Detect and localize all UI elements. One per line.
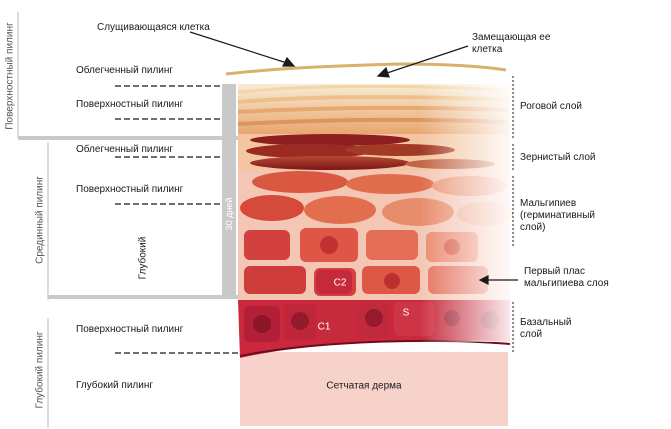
days-label: 30 дней [224, 197, 234, 231]
layer-corneum: Роговой слой [520, 101, 583, 112]
label-surface-peel-1: Поверхностный пилинг [76, 99, 184, 110]
illustration-fade [420, 84, 512, 342]
zone-label-medium: Срединный пилинг [34, 176, 46, 264]
separator-bar-top [18, 136, 238, 140]
days-bar [222, 84, 236, 296]
zone-label-superficial: Поверхностный пилинг [4, 22, 16, 130]
zone-brackets [17, 12, 49, 428]
layer-first-row: Первый плас мальгипиева слоя [524, 266, 609, 289]
layer-granular: Зернистый слой [520, 152, 596, 163]
dermis-block [240, 352, 508, 426]
dermis-label: Сетчатая дерма [326, 380, 402, 392]
label-deep-medium: Глубокий [137, 236, 149, 280]
callout-arrows [189, 31, 518, 285]
label-deep-peel: Глубокий пилинг [76, 380, 154, 391]
dashed-guides [115, 85, 240, 354]
gray-separators [18, 84, 238, 299]
callout-desquamating-cell: Слущивающаяся клетка [97, 22, 210, 33]
cell-label-c2: C2 [333, 277, 347, 289]
separator-bar-bottom [48, 295, 238, 299]
callout-replacing-cell: Замещающая ее клетка [472, 32, 551, 55]
layer-basal: Базальный слой [520, 317, 572, 340]
label-light-peel-2: Облегченный пилинг [76, 144, 174, 155]
label-surface-peel-2: Поверхностный пилинг [76, 184, 184, 195]
cell-label-c1: C1 [317, 321, 331, 333]
label-light-peel-1: Облегченный пилинг [76, 65, 174, 76]
cell-label-s: S [402, 307, 410, 319]
granular-cells [238, 134, 510, 170]
zone-label-deep: Глубокий пилинг [34, 331, 46, 409]
layer-malpighian: Мальгипиев (герминативный слой) [520, 198, 595, 233]
label-surface-peel-3: Поверхностный пилинг [76, 324, 184, 335]
